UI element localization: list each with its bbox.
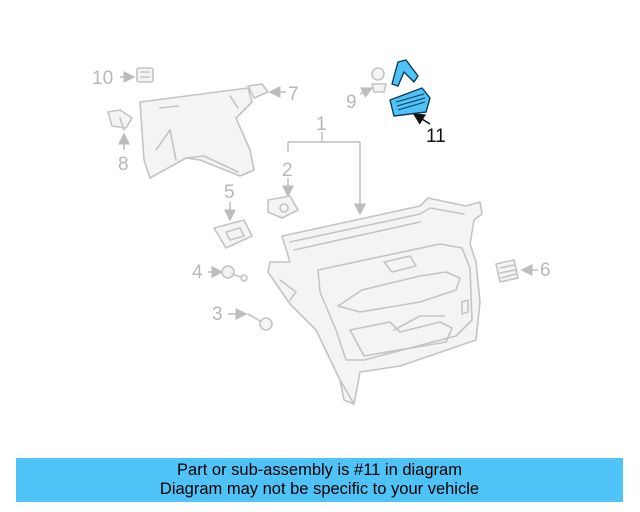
parts-diagram: 10 7 8 9 11 1: [92, 59, 551, 405]
part-5-plate: [213, 202, 253, 249]
banner-line-2: Diagram may not be specific to your vehi…: [159, 480, 480, 498]
part-7-clip: [247, 83, 286, 99]
banner-line-1: Part or sub-assembly is #11 in diagram: [177, 461, 462, 479]
callout-7: 7: [288, 84, 299, 105]
callout-9: 9: [346, 92, 357, 113]
callout-10: 10: [92, 68, 113, 89]
part-10-clip: [120, 67, 154, 83]
info-banner: Part or sub-assembly is #11 in diagram D…: [16, 458, 623, 502]
part-9-fastener: [359, 67, 387, 99]
callout-2: 2: [282, 160, 293, 181]
part-6-vent: [495, 259, 538, 283]
callout-6: 6: [540, 260, 551, 281]
callout-1-bracket: [287, 132, 366, 216]
part-3-bolt: [228, 308, 273, 331]
main-quarter-trim-panel: [267, 197, 483, 405]
callout-5: 5: [224, 182, 235, 203]
callout-8: 8: [118, 154, 129, 175]
part-11-highlighted[interactable]: [389, 59, 431, 125]
part-2-bracket: [267, 178, 299, 219]
callout-4: 4: [192, 262, 203, 283]
callout-11: 11: [426, 126, 446, 147]
callout-3: 3: [212, 304, 223, 325]
part-4-screw: [208, 265, 248, 282]
callout-1: 1: [316, 114, 327, 135]
upper-quarter-trim: [139, 87, 255, 179]
part-8-pushpin: [107, 109, 133, 150]
